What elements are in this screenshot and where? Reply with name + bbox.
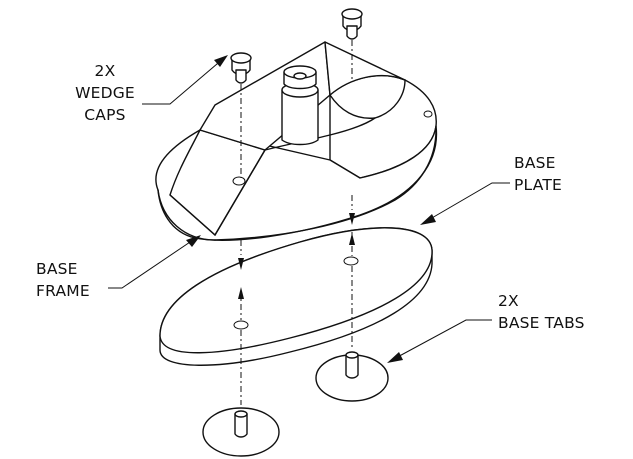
callout-base-plate: BASE PLATE — [514, 152, 562, 196]
callout-wedge-caps-line2: WEDGE — [75, 84, 135, 102]
leader-base-frame — [108, 235, 201, 289]
callout-base-frame-line2: FRAME — [36, 282, 90, 300]
base-tab-right — [315, 351, 389, 402]
callout-wedge-caps-line3: CAPS — [84, 106, 126, 124]
callout-base-tabs-line2: BASE TABS — [498, 314, 585, 332]
wedge-cap-left — [230, 52, 252, 84]
callout-base-tabs: 2X BASE TABS — [498, 290, 585, 334]
callout-base-plate-line2: PLATE — [514, 176, 562, 194]
base-frame-part — [155, 41, 438, 241]
base-plate-part — [159, 227, 433, 366]
callout-wedge-caps: 2X WEDGE CAPS — [70, 60, 140, 126]
callout-base-tabs-line1: 2X — [498, 292, 519, 310]
callout-base-plate-line1: BASE — [514, 154, 556, 172]
callout-base-frame-line1: BASE — [36, 260, 78, 278]
leader-base-plate — [420, 182, 510, 225]
leader-base-tabs — [387, 319, 492, 363]
leader-wedge-caps — [142, 55, 228, 105]
callout-base-frame: BASE FRAME — [36, 258, 90, 302]
base-tab-left — [202, 407, 280, 457]
callout-wedge-caps-line1: 2X — [94, 62, 116, 80]
wedge-cap-right — [341, 8, 363, 40]
